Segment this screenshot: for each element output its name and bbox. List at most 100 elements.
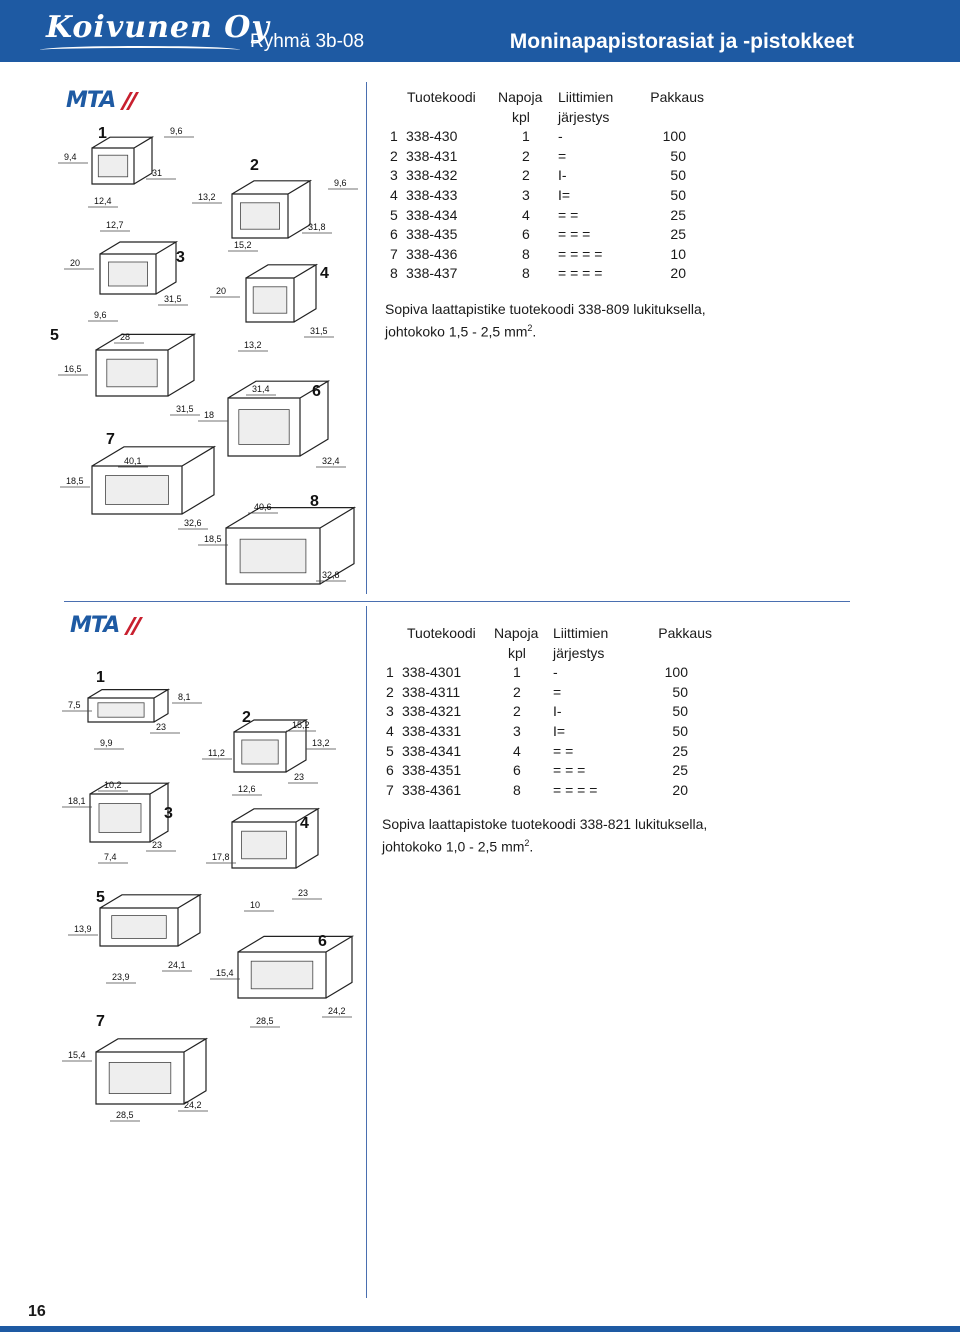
row-pack: 50 bbox=[672, 703, 688, 720]
dimension-label: 16,5 bbox=[64, 364, 82, 374]
row-pack: 50 bbox=[670, 167, 686, 184]
row-pack: 25 bbox=[670, 226, 686, 243]
row-pack: 50 bbox=[672, 722, 688, 739]
connector-6-opening bbox=[250, 960, 314, 990]
dimension-label: 11,2 bbox=[208, 748, 225, 758]
row-order: = bbox=[553, 683, 562, 700]
row-code: 338-437 bbox=[406, 265, 458, 282]
connector-2 bbox=[233, 718, 309, 773]
connector-number: 6 bbox=[318, 933, 327, 950]
connector-3 bbox=[99, 240, 179, 295]
mta-brand-logo: MTA bbox=[66, 88, 140, 113]
connector-7 bbox=[91, 445, 217, 515]
row-code: 338-434 bbox=[406, 206, 458, 223]
row-index: 5 bbox=[386, 742, 394, 759]
dimension-label: 23 bbox=[152, 840, 162, 850]
row-code: 338-4321 bbox=[402, 703, 462, 720]
dimension-label: 10,2 bbox=[104, 780, 122, 790]
company-logo: Koivunen Oy bbox=[46, 10, 270, 45]
connector-number: 3 bbox=[164, 805, 173, 822]
row-poles: 1 bbox=[513, 664, 521, 681]
connector-number: 2 bbox=[250, 157, 259, 174]
connector-number: 4 bbox=[320, 265, 329, 282]
col-header-poles-unit: kpl bbox=[508, 644, 526, 661]
row-index: 7 bbox=[386, 781, 394, 798]
table-header-row-2: kpl järjestys bbox=[390, 108, 704, 128]
col-header-poles: Napoja bbox=[498, 89, 543, 105]
row-index: 1 bbox=[390, 128, 398, 145]
row-poles: 2 bbox=[522, 167, 530, 184]
dimension-label: 12,6 bbox=[238, 784, 256, 794]
row-order: - bbox=[558, 128, 563, 145]
row-poles: 3 bbox=[513, 722, 521, 739]
row-pack: 25 bbox=[672, 742, 688, 759]
dimension-label: 18,5 bbox=[204, 534, 222, 544]
dimension-label: 32,8 bbox=[322, 570, 340, 580]
connector-6 bbox=[227, 380, 331, 457]
dimension-label: 32,6 bbox=[184, 518, 202, 528]
row-code: 338-4331 bbox=[402, 722, 462, 739]
row-index: 5 bbox=[390, 206, 398, 223]
row-order: = = = = bbox=[558, 245, 603, 262]
product-table-2: Tuotekoodi Napoja Liittimien Pakkaus kpl… bbox=[386, 624, 712, 800]
dimension-label: 9,9 bbox=[100, 738, 113, 748]
dimension-label: 9,4 bbox=[64, 152, 77, 162]
column-divider-top bbox=[366, 82, 367, 594]
row-index: 8 bbox=[390, 265, 398, 282]
group-code: Ryhmä 3b-08 bbox=[250, 31, 365, 52]
dimension-label: 23 bbox=[156, 722, 166, 732]
connector-8-opening bbox=[239, 538, 307, 574]
footer-bar bbox=[0, 1326, 960, 1332]
dimension-label: 20 bbox=[216, 286, 226, 296]
table-header-row: Tuotekoodi Napoja Liittimien Pakkaus bbox=[390, 88, 704, 108]
page-title: Moninapapistorasiat ja -pistokkeet bbox=[509, 30, 854, 53]
connector-number: 3 bbox=[176, 249, 185, 266]
dimension-label: 31 bbox=[152, 168, 162, 178]
row-pack: 100 bbox=[662, 128, 686, 145]
note-line-2: johtokoko 1,0 - 2,5 mm bbox=[382, 838, 525, 855]
row-pack: 25 bbox=[670, 206, 686, 223]
connector-number: 5 bbox=[96, 889, 105, 906]
column-divider-bottom bbox=[366, 606, 367, 1298]
col-header-code: Tuotekoodi bbox=[407, 625, 476, 641]
row-index: 3 bbox=[390, 167, 398, 184]
row-poles: 6 bbox=[522, 226, 530, 243]
row-order: = = bbox=[558, 206, 579, 223]
row-order: I- bbox=[558, 167, 567, 184]
row-poles: 2 bbox=[522, 147, 530, 164]
dimension-label: 24,1 bbox=[168, 960, 186, 970]
connector-number: 6 bbox=[312, 383, 321, 400]
row-poles: 2 bbox=[513, 683, 521, 700]
row-pack: 50 bbox=[670, 147, 686, 164]
dimension-label: 32,4 bbox=[322, 456, 340, 466]
note-end: . bbox=[529, 838, 534, 855]
connector-2-opening bbox=[239, 202, 280, 230]
connector-6 bbox=[237, 935, 355, 999]
row-pack: 50 bbox=[670, 186, 686, 203]
connector-number: 8 bbox=[310, 493, 319, 510]
note-2: Sopiva laattapistoke tuotekoodi 338-821 … bbox=[382, 815, 707, 857]
dimension-label: 24,2 bbox=[184, 1100, 202, 1110]
row-code: 338-4301 bbox=[402, 664, 462, 681]
page-number: 16 bbox=[28, 1303, 46, 1320]
connector-3-opening bbox=[108, 261, 149, 287]
dimension-label: 31,5 bbox=[164, 294, 182, 304]
connector-1-opening bbox=[97, 154, 129, 178]
connector-1 bbox=[87, 688, 171, 723]
connector-number: 5 bbox=[50, 327, 59, 344]
connector-8 bbox=[225, 506, 357, 585]
connector-number: 7 bbox=[106, 431, 115, 448]
dimension-label: 31,5 bbox=[310, 326, 328, 336]
row-order: - bbox=[553, 664, 558, 681]
row-index: 3 bbox=[386, 703, 394, 720]
connector-5-opening bbox=[106, 358, 158, 388]
connector-6-opening bbox=[238, 409, 290, 445]
connector-5-opening bbox=[111, 915, 167, 939]
page-header: Koivunen Oy Ryhmä 3b-08 Moninapapistoras… bbox=[0, 0, 960, 62]
mta-brand-logo-2: MTA bbox=[70, 613, 144, 638]
